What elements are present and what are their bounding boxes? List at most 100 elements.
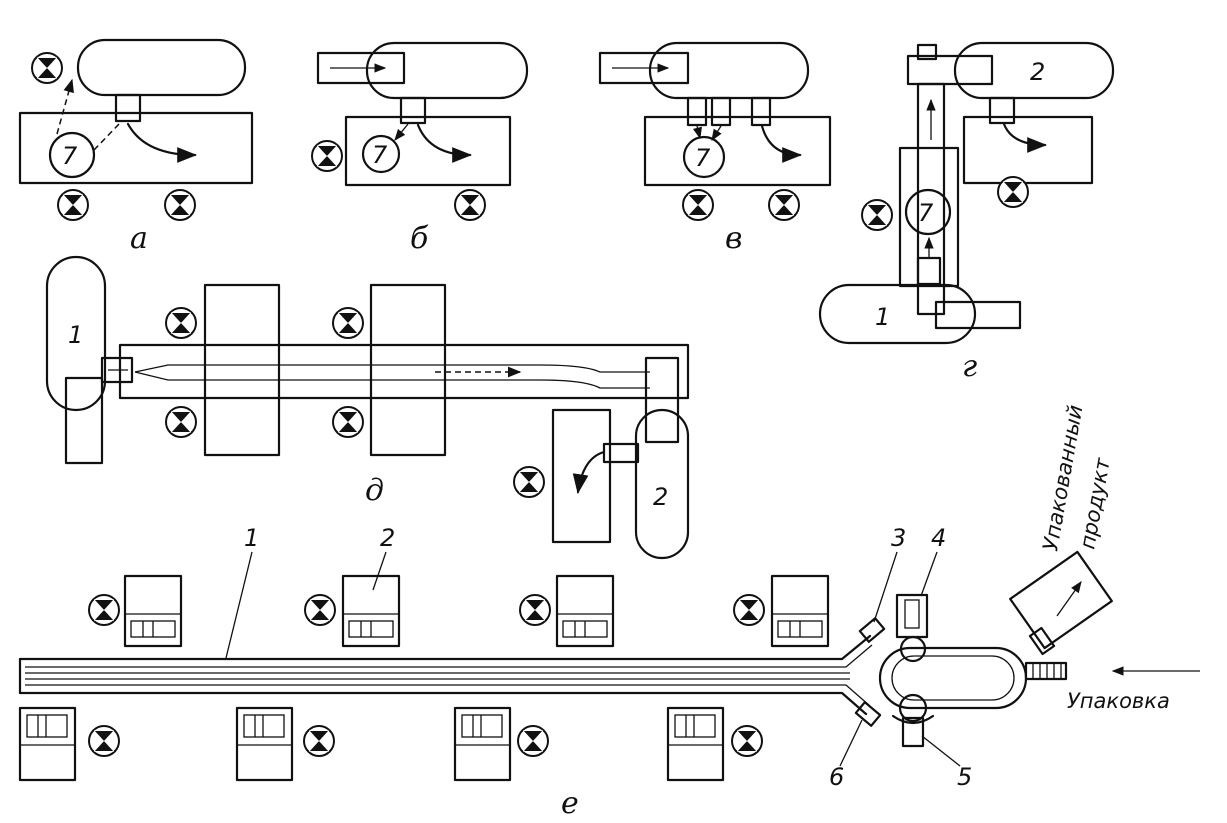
caption-packing: Упаковка xyxy=(1067,689,1170,713)
panel-b: 7 б xyxy=(311,41,529,256)
workstation-icon xyxy=(165,307,197,339)
tank-2 xyxy=(634,408,690,560)
callout-3: 3 xyxy=(891,524,906,552)
workstation-table xyxy=(369,283,447,457)
inlet-pipe xyxy=(316,51,406,85)
conveyor-edge-top xyxy=(18,634,872,661)
callout-5: 5 xyxy=(957,763,972,791)
workstation-icon xyxy=(57,189,89,221)
unit-5 xyxy=(901,716,925,748)
feed-line xyxy=(692,125,702,140)
tank-1-label: 1 xyxy=(875,303,890,331)
outlet-nozzle xyxy=(686,96,708,127)
leader-6 xyxy=(839,719,863,767)
workstation-lower xyxy=(18,706,77,782)
film-feed-ribs xyxy=(1032,663,1062,679)
unit-4 xyxy=(895,593,929,639)
unit-7-circle xyxy=(682,135,726,179)
workstation-lower xyxy=(666,706,725,782)
unit-7-label: 7 xyxy=(62,142,78,170)
workstation-upper xyxy=(123,574,183,648)
tank-2-label: 2 xyxy=(653,483,668,511)
output-chute xyxy=(1028,626,1056,656)
leader-1 xyxy=(225,551,253,659)
unit-7-circle xyxy=(48,131,96,179)
panel-label-e: е xyxy=(561,786,579,821)
unit-7-label: 7 xyxy=(372,141,388,169)
workstation-icon xyxy=(164,189,196,221)
unit-7-label: 7 xyxy=(695,144,711,172)
receiver-block xyxy=(644,356,680,444)
callout-6: 6 xyxy=(829,763,844,791)
flow-arrow xyxy=(126,122,197,163)
workstation-icon xyxy=(332,406,364,438)
workstation-icon xyxy=(304,594,336,626)
unit-4-inner xyxy=(904,599,920,629)
workstation-icon xyxy=(861,199,893,231)
unit-7-circle xyxy=(904,188,952,236)
leader-2 xyxy=(372,551,387,591)
machine-table xyxy=(962,115,1094,185)
inlet-pipe xyxy=(598,51,690,85)
tank-1 xyxy=(818,283,977,345)
workstation-icon xyxy=(731,725,763,757)
workstation-icon xyxy=(682,189,714,221)
storage-tank xyxy=(365,41,529,100)
leader-5 xyxy=(921,735,961,767)
packing-machine xyxy=(854,550,1200,748)
outlet-nozzle xyxy=(100,356,134,384)
panel-d: 1 2 д xyxy=(45,255,690,560)
feed-line xyxy=(394,123,409,141)
callout-4: 4 xyxy=(931,524,946,552)
workstation-icon xyxy=(332,307,364,339)
workstation-icon xyxy=(513,466,545,498)
top-pipe xyxy=(906,54,994,86)
inlet-pipe xyxy=(934,300,1022,330)
feed-line xyxy=(711,125,722,141)
flow-line-bottom xyxy=(134,371,650,389)
vertical-pipe xyxy=(916,82,946,316)
top-pipe-cap xyxy=(916,43,938,61)
tank-1-base xyxy=(64,376,104,465)
callout-2: 2 xyxy=(380,524,395,552)
workstation-table xyxy=(203,283,281,457)
conveyor-channel xyxy=(118,343,690,400)
packing-loop xyxy=(878,646,1028,710)
flow-arrow xyxy=(760,124,802,163)
leader-3 xyxy=(873,551,898,623)
workstation-icon xyxy=(997,176,1029,208)
workstation-upper xyxy=(555,574,615,648)
workstation-icon xyxy=(88,725,120,757)
curved-arrow xyxy=(572,450,606,494)
machine-table xyxy=(551,408,612,544)
storage-tank xyxy=(648,41,810,100)
workstation-icon xyxy=(454,189,486,221)
workstation-icon xyxy=(733,594,765,626)
workstation-upper xyxy=(341,574,401,648)
packing-loop-inner xyxy=(891,655,1015,701)
workstation-lower xyxy=(235,706,294,782)
leader-4 xyxy=(920,551,938,597)
workstation-icon xyxy=(519,594,551,626)
callout-1: 1 xyxy=(244,524,259,552)
product-arrow xyxy=(1056,581,1082,617)
machine-table xyxy=(18,111,254,185)
panel-label-v: в xyxy=(725,221,742,256)
product-box xyxy=(1009,550,1113,650)
return-line xyxy=(56,78,74,135)
sealer-3 xyxy=(858,617,886,643)
caption-packed-product-2: продукт xyxy=(1075,456,1115,551)
panel-g: 2 7 1 г xyxy=(818,41,1115,384)
flow-arrow xyxy=(1002,122,1047,153)
roller-bottom xyxy=(898,693,928,723)
outlet-nozzle xyxy=(988,96,1016,125)
panel-label-a: а xyxy=(130,221,148,256)
film-feed xyxy=(1024,661,1068,681)
tank-2-label: 2 xyxy=(1030,58,1045,86)
workstation-icon xyxy=(31,52,63,84)
unit-5-shoe xyxy=(891,714,935,725)
panel-label-b: б xyxy=(410,221,429,256)
machine-table xyxy=(344,115,512,187)
conveyor-rail xyxy=(25,644,873,668)
